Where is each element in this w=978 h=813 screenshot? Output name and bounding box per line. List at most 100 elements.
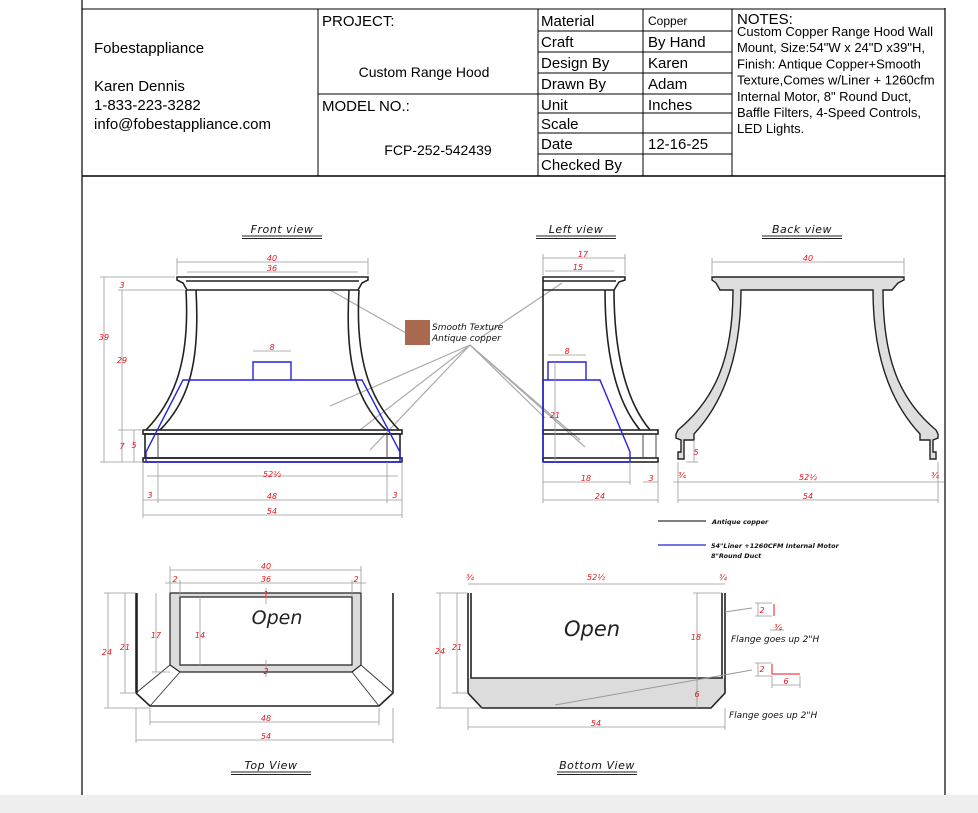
front-dimension: 29 [117, 356, 127, 365]
top-dimension: 48 [261, 714, 271, 723]
left-dimension: 21 [550, 411, 560, 420]
bottom-bar [0, 795, 978, 813]
top-dimension: 2 [172, 575, 177, 584]
finish-callout-2: Antique copper [431, 334, 502, 344]
front-dimension: 3 [119, 281, 124, 290]
left-dimension: 8 [564, 347, 569, 356]
bottom-dimension: 2 [759, 665, 764, 674]
left-dimension: 3 [648, 474, 653, 483]
bottom-open-label: Open [564, 617, 620, 641]
front-dimension: 40 [267, 254, 277, 263]
title-block [82, 8, 945, 177]
spec-label: Scale [541, 116, 579, 133]
front-dimension: 7 [119, 442, 125, 451]
top-dimension: 2 [263, 667, 268, 676]
front-dimension: 3 [392, 491, 397, 500]
bottom-dimension: 6 [694, 690, 699, 699]
finish-callout-1: Smooth Texture [432, 323, 504, 333]
spec-label: Date [541, 136, 573, 153]
left-view: 17 15 8 21 18 3 24 [542, 250, 659, 503]
front-dimension: 8 [269, 343, 274, 352]
bottom-dimension: ¾ [774, 623, 782, 632]
spec-value: Inches [648, 97, 692, 114]
bottom-dimension: 21 [452, 643, 462, 652]
spec-value: 12-16-25 [648, 136, 708, 153]
spec-label: Checked By [541, 157, 622, 174]
bottom-dimension: ¾ [466, 573, 474, 582]
notes-line: LED Lights. [737, 121, 804, 136]
spec-label: Material [541, 13, 594, 30]
notes-line: Finish: Antique Copper+Smooth [737, 56, 921, 71]
front-dimension: 39 [99, 333, 109, 342]
back-dimension: 5 [693, 448, 698, 457]
copper-swatch [405, 320, 430, 345]
spec-value: Karen [648, 55, 688, 72]
front-dimension: 3 [147, 491, 152, 500]
flange-note-2: Flange goes up 2"H [729, 711, 817, 721]
left-dimension: 15 [573, 263, 583, 272]
spec-value: Copper [648, 14, 687, 28]
legend-antique-copper: Antique copper [711, 518, 769, 526]
bottom-dimension: 54 [591, 719, 601, 728]
front-dimension: 48 [267, 492, 277, 501]
back-dimension: ¾ [678, 471, 686, 480]
bottom-view: Open Flange goes up 2"H Flange goes up 2… [435, 573, 819, 730]
front-dimension: 36 [267, 264, 277, 273]
legend-liner: 54"Liner +1260CFM Internal Motor [711, 542, 840, 550]
contact-name: Karen Dennis [94, 78, 185, 95]
model-value: FCP-252-542439 [384, 142, 492, 158]
view-title-left: Left view [549, 223, 603, 236]
top-open-label: Open [252, 607, 303, 629]
spec-value: By Hand [648, 34, 706, 51]
view-title-bottom: Bottom View [559, 759, 635, 772]
notes-line: Texture,Comes w/Liner + 1260cfm [737, 73, 935, 88]
bottom-dimension: 52½ [587, 573, 605, 582]
top-dimension: 17 [151, 631, 162, 640]
left-dimension: 17 [578, 250, 589, 259]
model-label: MODEL NO.: [322, 98, 410, 115]
view-title-front: Front view [251, 223, 314, 236]
back-dimension: 52½ [799, 473, 817, 482]
spec-value: Adam [648, 76, 687, 93]
spec-label: Design By [541, 55, 610, 72]
company-name: Fobestappliance [94, 40, 204, 57]
notes-line: Mount, Size:54"W x 24"D x39"H, [737, 40, 925, 55]
top-dimension: 2 [353, 575, 358, 584]
bottom-dimension: 2 [759, 606, 764, 615]
company-info: Fobestappliance Karen Dennis 1-833-223-3… [94, 40, 271, 133]
notes-line: Internal Motor, 8" Round Duct, [737, 89, 911, 104]
spec-label: Unit [541, 97, 569, 114]
bottom-dimension: ¾ [719, 573, 727, 582]
back-dimension: 54 [803, 492, 813, 501]
line-legend: Antique copper 54"Liner +1260CFM Interna… [658, 518, 840, 560]
notes-line: Baffle Filters, 4-Speed Controls, [737, 105, 921, 120]
front-dimension: 5 [131, 441, 136, 450]
top-dimension: 36 [261, 575, 271, 584]
email: info@fobestappliance.com [94, 116, 271, 133]
top-dimension: 21 [120, 643, 130, 652]
phone: 1-833-223-3282 [94, 97, 201, 114]
notes-label: NOTES: [737, 11, 793, 28]
finish-leader-lines [329, 282, 586, 451]
spec-label: Craft [541, 34, 574, 51]
bottom-dimension: 6 [783, 677, 788, 686]
project-label: PROJECT: [322, 13, 395, 30]
back-dimension: 40 [803, 254, 813, 263]
view-title-top: Top View [245, 759, 298, 772]
project-value: Custom Range Hood [359, 64, 490, 80]
left-dimension: 18 [581, 474, 591, 483]
top-dimension: 54 [261, 732, 271, 741]
spec-label: Drawn By [541, 76, 607, 93]
top-dimension: 1 [263, 590, 268, 599]
bottom-dimension: 24 [435, 647, 445, 656]
left-dimension: 24 [595, 492, 605, 501]
top-dimension: 40 [261, 562, 271, 571]
top-dimension: 24 [102, 648, 112, 657]
front-dimension: 52½ [263, 470, 281, 479]
